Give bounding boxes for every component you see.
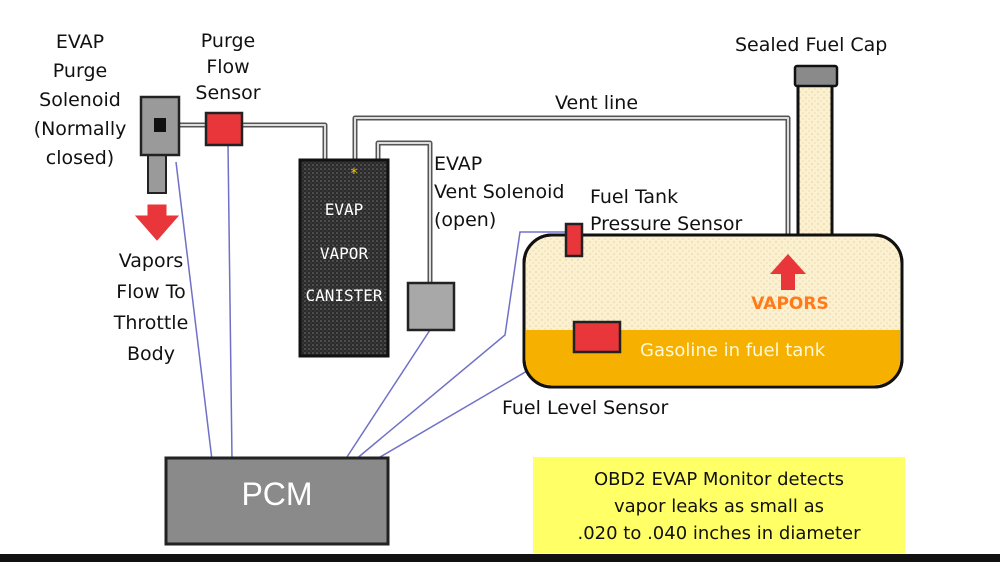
wire-flow-sensor: [227, 144, 233, 461]
vapors-flow-arrow: [134, 204, 180, 241]
label-line: (open): [434, 209, 497, 231]
label-line: Pressure Sensor: [590, 213, 743, 235]
filler-neck: [796, 80, 834, 244]
purge-solenoid-label: EVAP Purge Solenoid (Normally closed): [30, 28, 130, 173]
monitor-note-box: [533, 457, 905, 553]
evap-vent-solenoid: [406, 281, 456, 332]
pcm-box: [164, 456, 390, 546]
label-line: Flow: [206, 56, 250, 78]
vapors-up-arrow: [770, 254, 806, 274]
fuel-level-sensor-label: Fuel Level Sensor: [502, 397, 669, 419]
sealed-fuel-cap: [793, 64, 839, 88]
purge-flow-sensor: [204, 111, 244, 147]
vapors-tank-label: VAPORS: [751, 294, 829, 314]
canister-label-vapor: VAPOR: [319, 244, 369, 263]
label-line: Sensor: [195, 82, 261, 104]
wire-pressure-sensor: [354, 231, 568, 461]
label-line: Purge: [200, 30, 256, 52]
canister-label-evap: EVAP: [324, 200, 364, 219]
fuel-level-sensor: [572, 320, 622, 354]
vent-solenoid-label: EVAP Vent Solenoid (open): [434, 150, 564, 234]
label-line: Flow To: [116, 281, 186, 303]
label-line: Vapors: [118, 250, 184, 272]
label-line: (Normally: [33, 118, 127, 140]
wire-purge-solenoid: [175, 161, 213, 461]
label-line: Purge: [52, 60, 108, 82]
note-line: .020 to .040 inches in diameter: [577, 523, 861, 544]
purge-flow-sensor-label: Purge Flow Sensor: [186, 28, 270, 106]
wire-vent-solenoid: [344, 329, 431, 461]
pcm-label: PCM: [241, 476, 313, 512]
gasoline-label: Gasoline in fuel tank: [640, 340, 826, 361]
canister-label-canister: CANISTER: [305, 286, 383, 305]
label-line: Throttle: [113, 312, 189, 334]
vapors-flow-label: Vapors Flow To Throttle Body: [96, 246, 206, 370]
label-line: Fuel Tank: [590, 186, 679, 208]
evap-purge-solenoid: [139, 95, 181, 194]
fuel-tank-pressure-sensor: [564, 222, 584, 258]
pressure-sensor-label: Fuel Tank Pressure Sensor: [590, 184, 742, 238]
monitor-note-text: OBD2 EVAP Monitor detects vapor leaks as…: [533, 466, 905, 547]
label-line: EVAP: [434, 153, 483, 175]
label-line: closed): [45, 147, 115, 169]
label-line: EVAP: [55, 31, 105, 53]
label-line: Body: [127, 343, 175, 365]
label-line: Vent Solenoid: [434, 181, 565, 203]
sealed-fuel-cap-label: Sealed Fuel Cap: [735, 34, 888, 56]
note-line: vapor leaks as small as: [613, 496, 825, 517]
evap-vapor-canister: [298, 158, 390, 358]
canister-vapor-marker: *: [351, 166, 358, 182]
bottom-border: [0, 554, 1000, 562]
vent-line-label: Vent line: [555, 92, 639, 114]
label-line: Solenoid: [39, 89, 121, 111]
note-line: OBD2 EVAP Monitor detects: [593, 469, 845, 490]
